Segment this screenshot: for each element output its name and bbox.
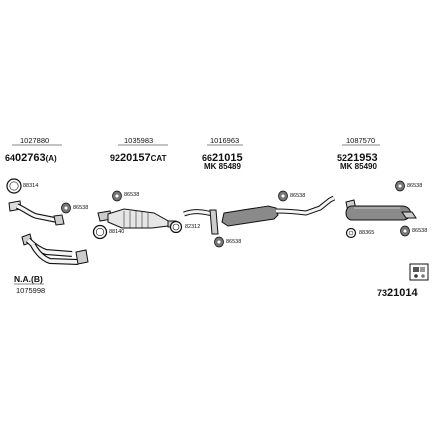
na-label: N.A.(B) (14, 274, 43, 284)
callout-label: 86538 (412, 228, 428, 234)
part-prefix: 52 (337, 153, 348, 163)
part-main: 21953 (347, 152, 378, 164)
mk-number-3: MK 85489 (204, 162, 241, 171)
callout-label: 88365 (359, 230, 375, 236)
na-ref: 1075998 (16, 286, 46, 295)
callout-label: 86538 (226, 239, 242, 245)
kit-number: 7321014 (377, 284, 418, 300)
rubber-mount-part (345, 227, 357, 239)
catalytic-converter-part (97, 208, 177, 229)
callout-label: 86538 (290, 193, 306, 199)
o-ring-part (6, 178, 22, 194)
label-underlines (12, 144, 380, 285)
part-ref-2: 1035983 (124, 136, 154, 145)
part-prefix: 66 (202, 153, 213, 163)
gasket-part (278, 190, 288, 202)
part-number-1: 6402763(A) (5, 149, 57, 165)
clamp-part (169, 220, 183, 234)
rear-silencer-part (345, 199, 417, 221)
front-pipe-variant-part (21, 233, 89, 265)
gasket-part (400, 225, 410, 237)
callout-label: 88314 (23, 183, 39, 189)
part-prefix: 64 (5, 153, 16, 163)
front-pipe-part (8, 200, 65, 226)
callout-label: 88140 (109, 229, 125, 235)
callout-label: 86538 (73, 205, 89, 211)
clamp-ring-part (92, 224, 108, 240)
centre-silencer-part (183, 195, 336, 235)
callout-label: 86538 (124, 192, 140, 198)
part-suffix: CAT (150, 154, 167, 163)
callout-label: 86538 (407, 183, 423, 189)
part-ref-3: 1016963 (210, 136, 240, 145)
part-number-3: 6621015 (202, 149, 243, 165)
part-main: 21015 (212, 152, 243, 164)
gasket-part (395, 180, 405, 192)
part-ref-4: 1087570 (346, 136, 376, 145)
part-suffix: (A) (45, 154, 57, 163)
part-prefix: 92 (110, 153, 121, 163)
part-number-2: 9220157CAT (110, 149, 166, 165)
callout-label: 82312 (185, 224, 201, 230)
gasket-part (112, 190, 122, 202)
kit-prefix: 73 (377, 288, 388, 298)
mk-number-4: MK 85490 (340, 162, 377, 171)
gasket-part (214, 236, 224, 248)
mounting-kit-icon (409, 263, 429, 281)
part-main: 20157 (120, 152, 151, 164)
gasket-part (61, 202, 71, 214)
part-number-4: 5221953 (337, 149, 378, 165)
part-main: 02763 (15, 152, 46, 164)
kit-main: 21014 (387, 287, 418, 299)
part-ref-1: 1027880 (20, 136, 50, 145)
